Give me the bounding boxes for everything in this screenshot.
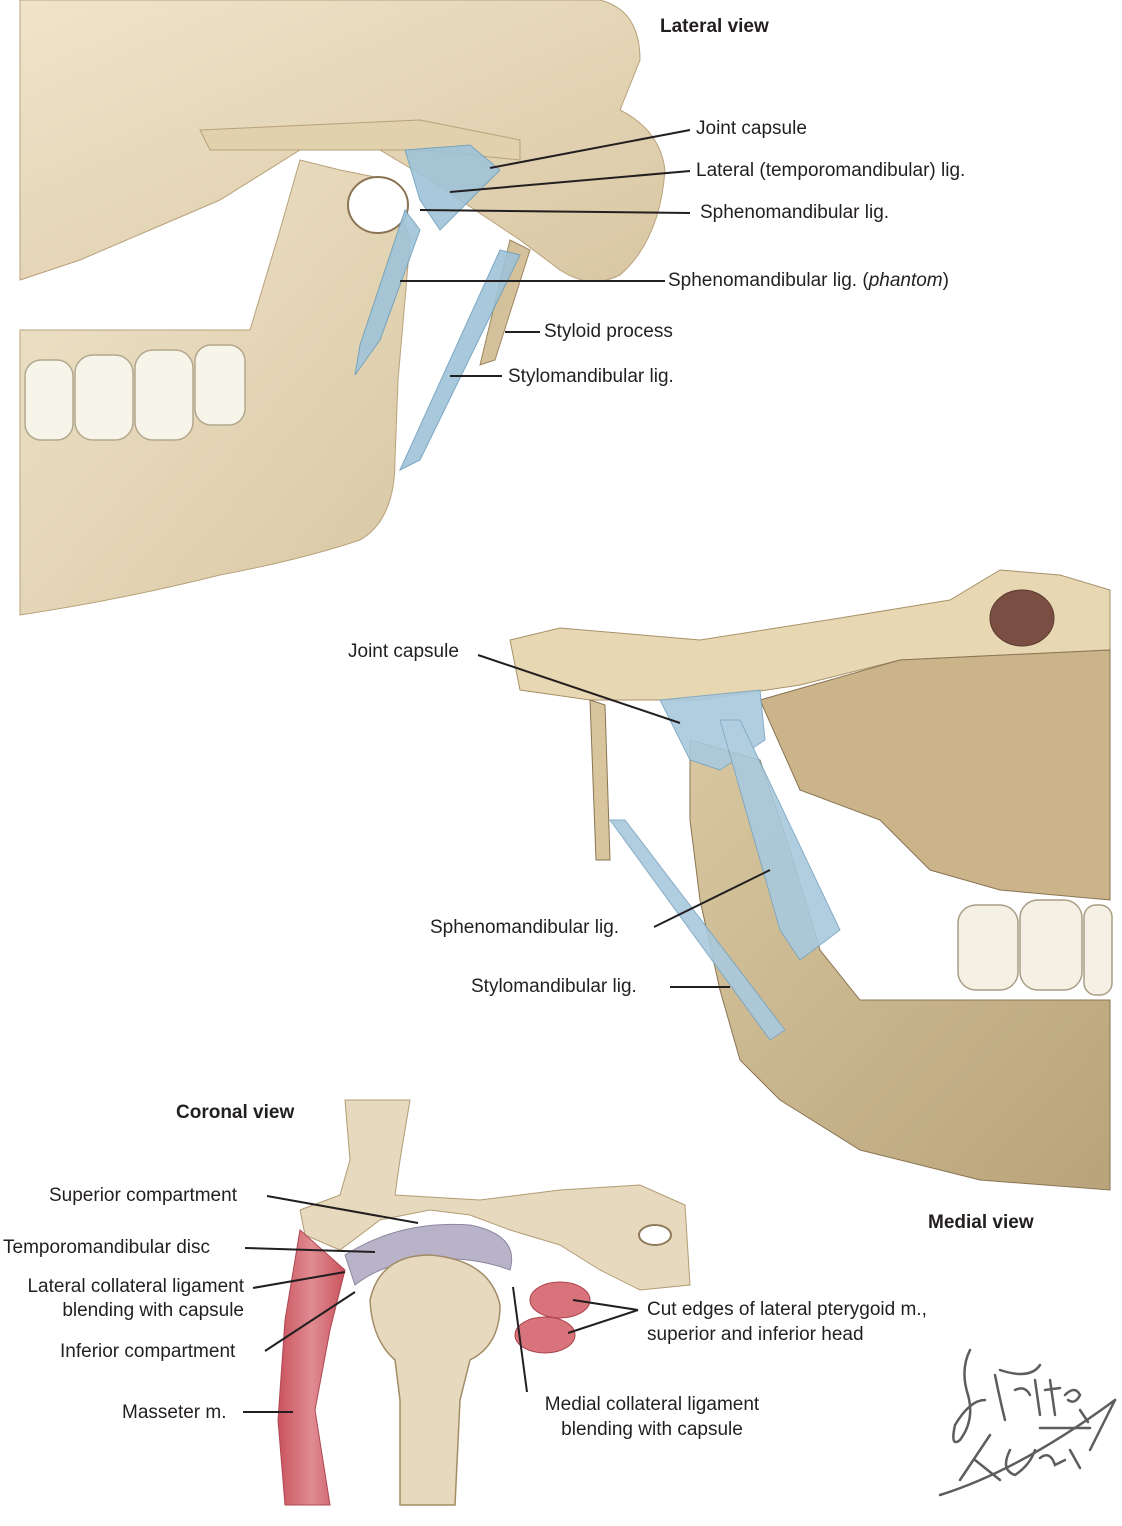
lateral-teeth (24, 344, 246, 441)
lateral-collateral-label-line1: Lateral collateral ligament (27, 1276, 244, 1297)
lateral-stylomandibular-label: Stylomandibular lig. (508, 366, 674, 387)
medial-sphenomandibular-label: Sphenomandibular lig. (430, 917, 620, 938)
coronal-condyle (369, 1254, 501, 1506)
medial-sinus (989, 589, 1055, 647)
lateral-collateral-label-line2: blending with capsule (62, 1300, 244, 1321)
lateral-temporomandibular-lig-label: Lateral (temporomandibular) lig. (696, 160, 966, 181)
lateral-sphenomandibular-label: Sphenomandibular lig. (700, 202, 890, 223)
lateral-ear-opening (347, 176, 409, 234)
medial-teeth (957, 899, 1113, 996)
pterygoid-label-line1: Cut edges of lateral pterygoid m., (647, 1299, 927, 1320)
phantom-label-suffix: ) (942, 270, 949, 291)
medial-cranial-base (509, 569, 1111, 701)
lateral-skull (19, 0, 666, 616)
lateral-styloid-shape (479, 239, 531, 366)
lateral-ligaments (354, 144, 521, 472)
coronal-section (277, 1099, 691, 1506)
inferior-compartment-label: Inferior compartment (60, 1341, 236, 1362)
phantom-label-italic: phantom (868, 270, 943, 291)
medial-collateral-label-line2: blending with capsule (561, 1419, 743, 1440)
medial-collateral-label-line1: Medial collateral ligament (544, 1394, 760, 1415)
medial-ligaments (609, 689, 841, 1041)
medial-view-title: Medial view (928, 1212, 1034, 1233)
medial-skull (509, 569, 1113, 1191)
coronal-foramen (638, 1224, 672, 1246)
coronal-pterygoid (514, 1281, 591, 1354)
masseter-label: Masseter m. (122, 1402, 227, 1423)
superior-compartment-label: Superior compartment (49, 1185, 237, 1206)
lateral-joint-capsule-label: Joint capsule (696, 118, 807, 139)
pterygoid-label-line2: superior and inferior head (647, 1324, 864, 1345)
coronal-masseter (277, 1229, 346, 1506)
lateral-view-title: Lateral view (660, 16, 769, 37)
phantom-label-prefix: Sphenomandibular lig. ( (668, 270, 869, 291)
medial-styloid-shape (589, 699, 611, 861)
coronal-temporal-bone (299, 1099, 691, 1291)
leader-lines (243, 129, 771, 1413)
lateral-styloid-process-label: Styloid process (544, 321, 673, 342)
medial-stylomandibular-label: Stylomandibular lig. (471, 976, 637, 997)
lateral-sphenomandibular-phantom-label: Sphenomandibular lig. (phantom) (668, 269, 949, 292)
temporomandibular-disc-label: Temporomandibular disc (3, 1237, 210, 1258)
coronal-view-title: Coronal view (176, 1102, 295, 1123)
medial-joint-capsule-label: Joint capsule (348, 641, 459, 662)
medial-maxilla (759, 649, 1111, 901)
artist-signature (938, 1348, 1117, 1497)
